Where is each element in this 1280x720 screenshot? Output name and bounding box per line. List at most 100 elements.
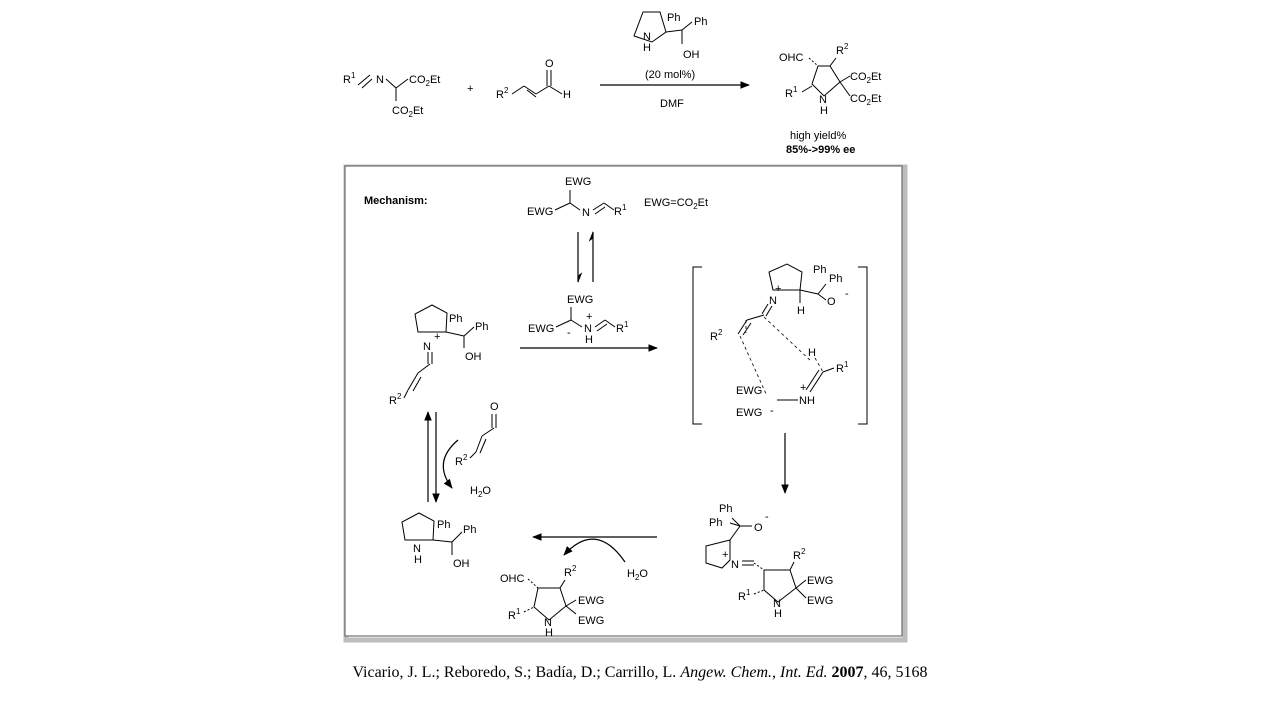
svg-text:R1: R1	[836, 360, 849, 375]
svg-text:N: N	[582, 207, 590, 219]
svg-text:R2: R2	[710, 328, 723, 343]
svg-text:R2: R2	[564, 564, 577, 579]
water-reagent: H2O	[627, 568, 648, 582]
water-addition-arrow	[563, 538, 626, 563]
svg-text:Ph: Ph	[813, 264, 826, 276]
svg-text:N: N	[769, 295, 777, 307]
svg-text:-: -	[845, 288, 849, 300]
catalyst-loading: (20 mol%)	[645, 69, 695, 81]
svg-text:OHC: OHC	[779, 52, 804, 64]
svg-text:N: N	[819, 94, 827, 106]
svg-text:N: N	[643, 31, 651, 43]
svg-text:O: O	[827, 296, 836, 308]
svg-text:R1: R1	[785, 85, 798, 100]
citation-year: 2007	[831, 664, 864, 681]
svg-text:Ph: Ph	[463, 524, 476, 536]
svg-text:CO2Et: CO2Et	[850, 93, 881, 107]
svg-text:-: -	[765, 511, 769, 523]
iminium-adduct: Ph Ph O - N + R2 EWG EWG R1 N H	[705, 503, 833, 620]
imine-reactant: R1 N CO2Et CO2Et	[343, 71, 440, 119]
imine-substrate: EWG EWG N R1	[527, 176, 627, 219]
svg-text:EWG: EWG	[807, 595, 833, 607]
svg-text:EWG: EWG	[578, 595, 604, 607]
enal-reactant: R2 O H	[496, 58, 571, 101]
svg-text:R2: R2	[389, 392, 402, 407]
svg-text:R2: R2	[836, 42, 849, 57]
svg-text:R1: R1	[508, 607, 521, 622]
svg-text:EWG: EWG	[807, 575, 833, 587]
svg-text:N: N	[544, 617, 552, 629]
svg-text:R2: R2	[496, 86, 509, 101]
svg-text:R1: R1	[738, 588, 751, 603]
svg-text:OH: OH	[453, 558, 470, 570]
svg-text:N: N	[584, 323, 592, 335]
catalyst-structure: N H Ph Ph OH	[633, 11, 707, 61]
svg-text:Ph: Ph	[475, 321, 488, 333]
enal-aldehyde: O R2	[455, 401, 499, 468]
svg-text:+: +	[586, 311, 592, 323]
svg-text:R1: R1	[616, 320, 629, 335]
svg-text:+: +	[434, 331, 440, 343]
yield-label: high yield%	[790, 130, 846, 142]
transition-state: N + H Ph Ph O - R2 H R1 NH + EWG EWG -	[692, 263, 868, 425]
svg-text:Ph: Ph	[667, 12, 680, 24]
svg-text:Ph: Ph	[694, 16, 707, 28]
svg-text:-: -	[770, 405, 774, 417]
svg-text:H: H	[585, 334, 593, 346]
svg-text:OHC: OHC	[500, 573, 525, 585]
svg-text:H: H	[545, 627, 553, 639]
svg-text:-: -	[567, 327, 571, 339]
svg-text:EWG: EWG	[565, 176, 591, 188]
svg-text:OH: OH	[465, 351, 482, 363]
svg-text:Ph: Ph	[437, 519, 450, 531]
svg-text:H: H	[643, 42, 651, 54]
iminium-intermediate: N + Ph Ph OH R2	[389, 304, 488, 407]
svg-text:H: H	[774, 608, 782, 620]
citation: Vicario, J. L.; Reboredo, S.; Badía, D.;…	[352, 664, 928, 681]
svg-text:N: N	[731, 559, 739, 571]
svg-text:NH: NH	[799, 395, 815, 407]
svg-text:EWG: EWG	[736, 385, 762, 397]
svg-text:N: N	[413, 543, 421, 555]
svg-text:H: H	[563, 89, 571, 101]
svg-text:Ph: Ph	[829, 273, 842, 285]
svg-text:H: H	[414, 554, 422, 566]
svg-text:Ph: Ph	[719, 503, 732, 515]
svg-text:+: +	[722, 549, 728, 561]
pyrrolidine-product: OHC R2 CO2Et CO2Et R1 N H	[779, 42, 881, 117]
svg-text:H: H	[808, 347, 816, 359]
svg-text:+: +	[775, 283, 781, 295]
ee-label: 85%->99% ee	[786, 144, 855, 156]
mechanism-title: Mechanism:	[364, 195, 428, 207]
svg-text:CO2Et: CO2Et	[392, 105, 423, 119]
svg-text:R1: R1	[614, 203, 627, 218]
plus-sign: +	[467, 83, 473, 95]
svg-text:N: N	[423, 341, 431, 353]
svg-text:O: O	[754, 522, 763, 534]
svg-text:EWG: EWG	[567, 294, 593, 306]
svg-text:EWG: EWG	[528, 323, 554, 335]
svg-text:EWG: EWG	[578, 615, 604, 627]
catalyst-regenerated: N H Ph Ph OH	[401, 512, 476, 570]
svg-text:EWG: EWG	[736, 407, 762, 419]
svg-text:N: N	[773, 598, 781, 610]
svg-text:N: N	[376, 74, 384, 86]
azomethine-ylide: EWG EWG - N + H R1	[528, 294, 629, 346]
svg-text:R1: R1	[343, 71, 356, 86]
citation-journal: Angew. Chem., Int. Ed.	[680, 664, 828, 681]
ewg-definition: EWG=CO2Et	[644, 197, 708, 211]
svg-text:EWG: EWG	[527, 206, 553, 218]
svg-text:Ph: Ph	[709, 517, 722, 529]
svg-text:H: H	[797, 305, 805, 317]
svg-text:CO2Et: CO2Et	[850, 71, 881, 85]
svg-text:Ph: Ph	[449, 313, 462, 325]
svg-text:R2: R2	[793, 547, 806, 562]
pyrrolidine-final-product: OHC R2 EWG EWG R1 N H	[500, 564, 604, 639]
svg-text:OH: OH	[683, 49, 700, 61]
solvent-label: DMF	[660, 98, 684, 110]
svg-text:+: +	[800, 382, 806, 394]
svg-text:R2: R2	[455, 453, 468, 468]
water-byproduct: H2O	[470, 485, 491, 499]
svg-text:O: O	[545, 58, 554, 70]
